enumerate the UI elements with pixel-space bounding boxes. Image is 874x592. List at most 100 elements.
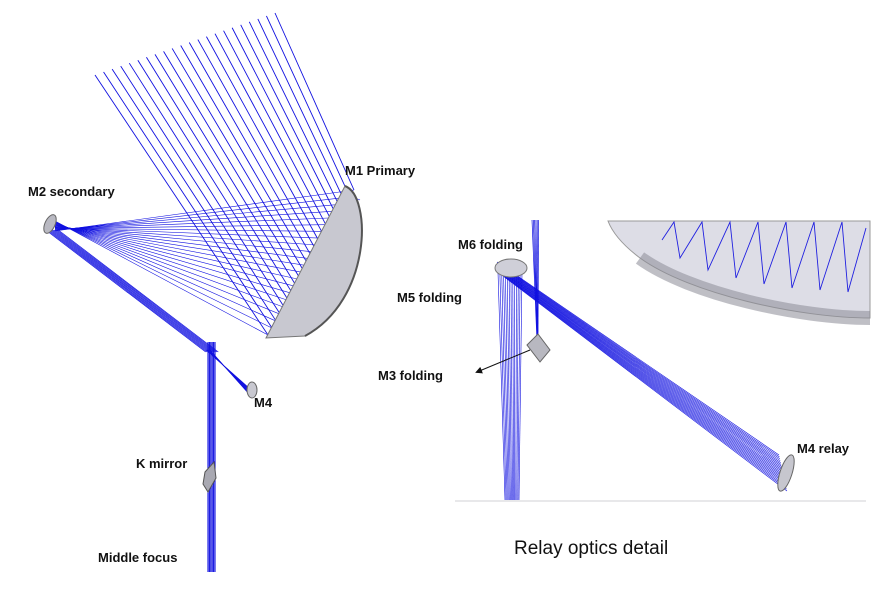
m6-folding-mirror	[494, 258, 528, 278]
incoming-ray	[214, 33, 326, 239]
secondary-to-m3-ray	[46, 229, 208, 353]
relay-diagonal-ray	[502, 275, 787, 490]
incoming-ray	[223, 30, 330, 232]
relay-diagonal-ray	[498, 264, 781, 463]
relay-diagonal-ray	[499, 268, 783, 473]
relay-vertical-ray	[512, 271, 514, 501]
primary-to-secondary-ray	[54, 226, 318, 253]
secondary-to-m3-ray	[49, 229, 211, 353]
relay-ray-bundle	[496, 219, 788, 501]
incoming-ray	[206, 36, 322, 246]
secondary-to-m3-ray	[58, 229, 219, 353]
relay-diagonal-ray	[496, 261, 780, 456]
relay-diagonal-ray	[502, 275, 788, 492]
secondary-to-m3-ray	[56, 229, 218, 353]
relay-incoming-ray	[535, 219, 538, 343]
incoming-ray	[111, 68, 277, 322]
k-mirror-label: K mirror	[136, 456, 188, 471]
secondary-to-m3-ray	[53, 229, 215, 353]
relay-incoming-ray	[531, 219, 538, 343]
telescope-ray-bundle	[45, 12, 361, 572]
m3-pointer-arrow	[475, 349, 531, 374]
relay-vertical-ray	[508, 271, 512, 501]
incoming-ray	[231, 27, 334, 225]
relay-diagonal-ray	[499, 267, 783, 471]
relay-vertical-ray	[515, 271, 517, 501]
relay-incoming-ray	[536, 219, 539, 343]
relay-vertical-ray	[510, 271, 513, 501]
incoming-ray	[171, 48, 306, 274]
primary-to-secondary-ray	[54, 224, 305, 274]
m3-folding-mirror	[526, 333, 551, 363]
incoming-ray	[188, 42, 314, 260]
primary-to-secondary-ray	[54, 203, 346, 231]
relay-diagonal-ray	[502, 274, 787, 488]
m2-secondary-mirror	[43, 214, 57, 234]
relay-diagonal-ray	[500, 271, 785, 480]
primary-to-secondary-ray	[54, 224, 297, 287]
incoming-ray	[120, 65, 281, 315]
incoming-ray	[274, 12, 355, 191]
relay-vertical-ray	[497, 271, 506, 501]
secondary-to-m3-ray	[55, 229, 216, 353]
m4-mirror	[246, 381, 258, 399]
primary-to-secondary-ray	[54, 226, 322, 246]
relay-diagonal-ray	[501, 272, 786, 484]
primary-to-secondary-ray	[54, 227, 330, 232]
relay-incoming-ray	[532, 219, 538, 343]
primary-to-secondary-ray	[54, 189, 355, 232]
relay-vertical-ray	[505, 271, 510, 501]
primary-to-secondary-ray	[54, 224, 301, 281]
incoming-ray	[180, 45, 310, 267]
relay-vertical-ray	[501, 271, 508, 501]
relay-optics-caption: Relay optics detail	[514, 538, 669, 559]
relay-diagonal-ray	[497, 263, 781, 460]
incoming-ray	[197, 39, 318, 253]
m4-relay-mirror	[777, 454, 795, 492]
relay-diagonal-ray	[498, 265, 782, 465]
relay-detail-panel	[455, 219, 871, 502]
relay-vertical-ray	[503, 271, 509, 501]
relay-vertical-ray	[499, 271, 507, 501]
incoming-ray	[163, 51, 302, 280]
incoming-ray	[266, 15, 351, 198]
m1-primary-mirror-rim	[304, 185, 363, 337]
k-mirror-shape	[202, 460, 217, 493]
m1-primary-label: M1 Primary	[345, 163, 416, 178]
relay-incoming-ray	[534, 219, 538, 343]
primary-to-secondary-ray	[54, 220, 269, 336]
relay-incoming-ray	[537, 219, 539, 343]
m1-primary-mirror	[265, 185, 363, 339]
relay-diagonal-ray	[499, 269, 784, 475]
primary-to-secondary-ray	[54, 222, 285, 308]
m2-secondary-label: M2 secondary	[28, 184, 115, 199]
relay-diagonal-ray	[497, 262, 780, 458]
primary-to-secondary-ray	[54, 221, 277, 322]
m3-folding-label: M3 folding	[378, 368, 443, 383]
incoming-ray	[257, 18, 347, 205]
primary-to-secondary-ray	[54, 225, 314, 260]
relay-diagonal-ray	[501, 273, 786, 486]
primary-to-secondary-ray	[54, 217, 338, 230]
primary-to-secondary-ray	[54, 224, 334, 229]
relay-diagonal-ray	[497, 263, 781, 461]
primary-to-secondary-ray	[54, 223, 289, 301]
relay-diagonal-ray	[500, 269, 784, 477]
m5-folding-label: M5 folding	[397, 290, 462, 305]
primary-to-secondary-ray	[54, 222, 281, 315]
incoming-ray	[146, 57, 293, 294]
relay-vertical-ray	[517, 271, 521, 501]
primary-to-secondary-ray	[54, 223, 293, 294]
detail-large-mirror-rim	[635, 252, 871, 325]
incoming-ray	[137, 59, 289, 301]
secondary-to-m3-ray	[45, 229, 206, 353]
relay-vertical-ray	[518, 271, 523, 501]
primary-to-secondary-ray	[54, 227, 326, 239]
primary-to-secondary-ray	[54, 225, 309, 267]
m6-folding-label: M6 folding	[458, 237, 523, 252]
telescope-mirrors	[43, 185, 363, 493]
incoming-ray	[103, 71, 273, 329]
m4-label: M4	[254, 395, 273, 410]
incoming-ray	[240, 24, 339, 218]
